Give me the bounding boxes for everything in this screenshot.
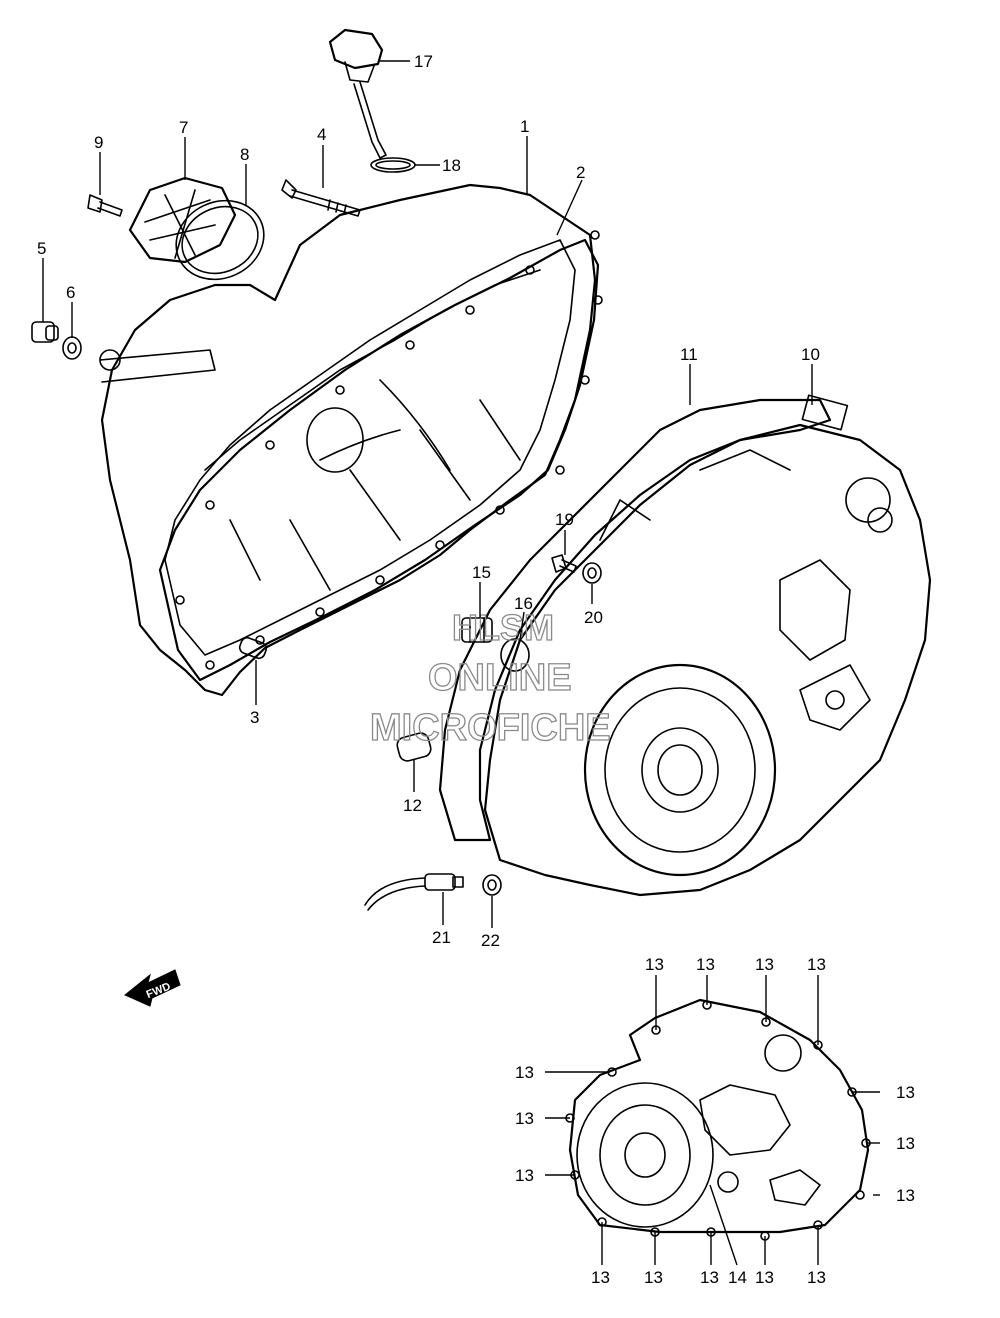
washer-22 [482,874,502,896]
bolt-13-markers [565,1000,871,1241]
callout-13: 13 [700,1268,719,1287]
callout-4: 4 [317,125,326,144]
oil-filler-cap-17 [328,28,387,159]
washer-20 [582,562,602,584]
callout-13: 13 [896,1083,915,1102]
callout-13: 13 [645,955,664,974]
callout-13: 13 [515,1109,534,1128]
dowel-pin-12 [396,732,432,762]
bolt-19 [551,554,577,573]
o-ring-18 [370,157,416,173]
callout-13: 13 [755,1268,774,1287]
bolt-13-labels: 13 13 13 13 13 13 13 13 13 13 13 13 13 1… [515,955,915,1287]
forward-direction-arrow: FWD [124,969,181,1007]
callout-12: 12 [403,796,422,815]
plug-15 [461,617,493,643]
gasket-right [438,394,849,842]
callout-13: 13 [807,1268,826,1287]
dowel-pin-3 [238,636,268,660]
inspection-cover-7 [128,176,237,264]
callout-5: 5 [37,239,46,258]
callout-13: 13 [755,955,774,974]
callout-13: 13 [896,1186,915,1205]
callout-20: 20 [584,608,603,627]
callout-17: 17 [414,52,433,71]
callout-13: 13 [515,1063,534,1082]
callout-13: 13 [807,955,826,974]
callout-13: 13 [515,1166,534,1185]
sensor-21 [364,873,464,911]
callout-labels: 1 2 3 4 5 6 7 8 9 10 11 12 14 15 16 17 1… [37,52,820,1287]
callout-14: 14 [728,1268,747,1287]
callout-8: 8 [240,145,249,164]
callout-19: 19 [555,510,574,529]
callout-11: 11 [680,345,698,364]
callout-6: 6 [66,283,75,302]
callout-16: 16 [514,594,533,613]
washer-6 [62,336,82,360]
callout-7: 7 [179,118,188,137]
callout-21: 21 [432,928,451,947]
callout-9: 9 [94,133,103,152]
watermark: HLSM ONLINE MICROFICHE [369,606,611,749]
o-ring-8 [175,199,265,281]
gasket-left [158,230,603,682]
callout-13: 13 [896,1134,915,1153]
part-16 [500,638,530,672]
bolt-4 [281,179,361,217]
callout-13: 13 [591,1268,610,1287]
callout-10: 10 [801,345,820,364]
callout-15: 15 [472,563,491,582]
watermark-line-2: ONLINE [428,657,572,699]
plug-5 [31,321,59,343]
callout-13: 13 [644,1268,663,1287]
bolt-9 [87,194,123,217]
callout-3: 3 [250,708,259,727]
callout-2: 2 [576,163,585,182]
cover-outline-bolt-view [568,998,870,1234]
callout-1: 1 [520,117,529,136]
crankcase-cover-right [483,423,932,897]
callout-22: 22 [481,931,500,950]
callout-18: 18 [442,156,461,175]
watermark-line-1: HLSM [452,607,554,648]
watermark-line-3: MICROFICHE [370,707,611,749]
leader-lines [42,60,880,1266]
callout-13: 13 [696,955,715,974]
